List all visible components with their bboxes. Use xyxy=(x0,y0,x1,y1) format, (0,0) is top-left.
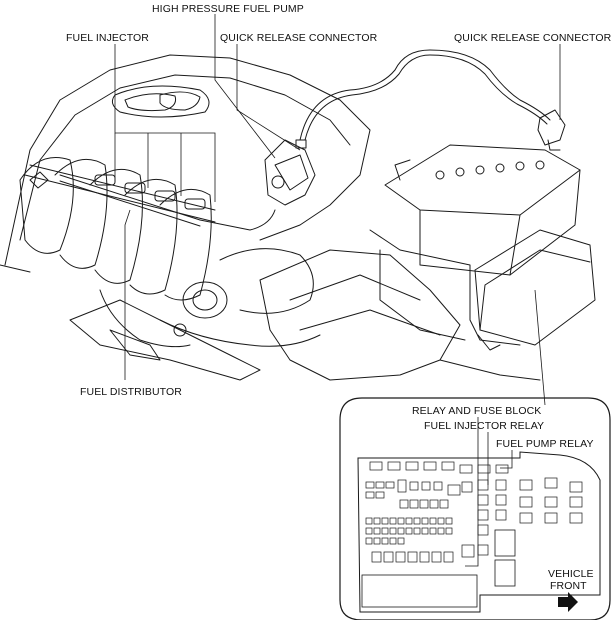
fuel-injectors xyxy=(29,171,206,210)
fuel-distributor xyxy=(59,174,276,231)
leader-fuel-distributor xyxy=(124,209,131,380)
leader-hp-pump xyxy=(214,14,276,159)
engine-cover xyxy=(4,54,371,266)
high-pressure-fuel-pump xyxy=(264,139,316,206)
leader-relay-fuse-block xyxy=(465,417,479,567)
inset-frame xyxy=(339,397,611,620)
leader-fuel-pump-relay xyxy=(500,450,513,469)
label-fuel-distributor: FUEL DISTRIBUTOR xyxy=(80,386,182,398)
leader-qrc-left xyxy=(236,44,301,151)
leader-fuel-injector xyxy=(114,44,216,202)
leader-fuse-block xyxy=(534,289,546,406)
leader-lines xyxy=(114,14,561,406)
label-relay-and-fuse-block: RELAY AND FUSE BLOCK xyxy=(412,405,542,417)
label-fuel-injector: FUEL INJECTOR xyxy=(66,32,149,44)
label-quick-release-connector-left: QUICK RELEASE CONNECTOR xyxy=(220,32,378,44)
battery xyxy=(384,144,581,276)
label-quick-release-connector-right: QUICK RELEASE CONNECTOR xyxy=(454,32,612,44)
battery-tray xyxy=(369,229,521,346)
lower-components xyxy=(99,289,191,361)
label-fuel-injector-relay: FUEL INJECTOR RELAY xyxy=(424,420,545,432)
fuse-block-outline xyxy=(357,451,601,613)
fuel-line xyxy=(299,49,551,141)
throttle-body xyxy=(69,248,321,381)
label-high-pressure-fuel-pump: HIGH PRESSURE FUEL PUMP xyxy=(152,3,304,15)
intake-manifold xyxy=(19,157,216,301)
quick-release-connector-right xyxy=(537,109,566,151)
fuse-block-relays xyxy=(365,461,583,563)
label-fuel-pump-relay: FUEL PUMP RELAY xyxy=(496,438,594,450)
relay-fuse-block-housing xyxy=(474,229,596,351)
label-front: FRONT xyxy=(550,580,587,592)
inset-leader-lines xyxy=(465,417,513,567)
inset-detail xyxy=(339,397,611,620)
air-cleaner xyxy=(259,249,461,381)
label-vehicle: VEHICLE xyxy=(548,568,594,580)
